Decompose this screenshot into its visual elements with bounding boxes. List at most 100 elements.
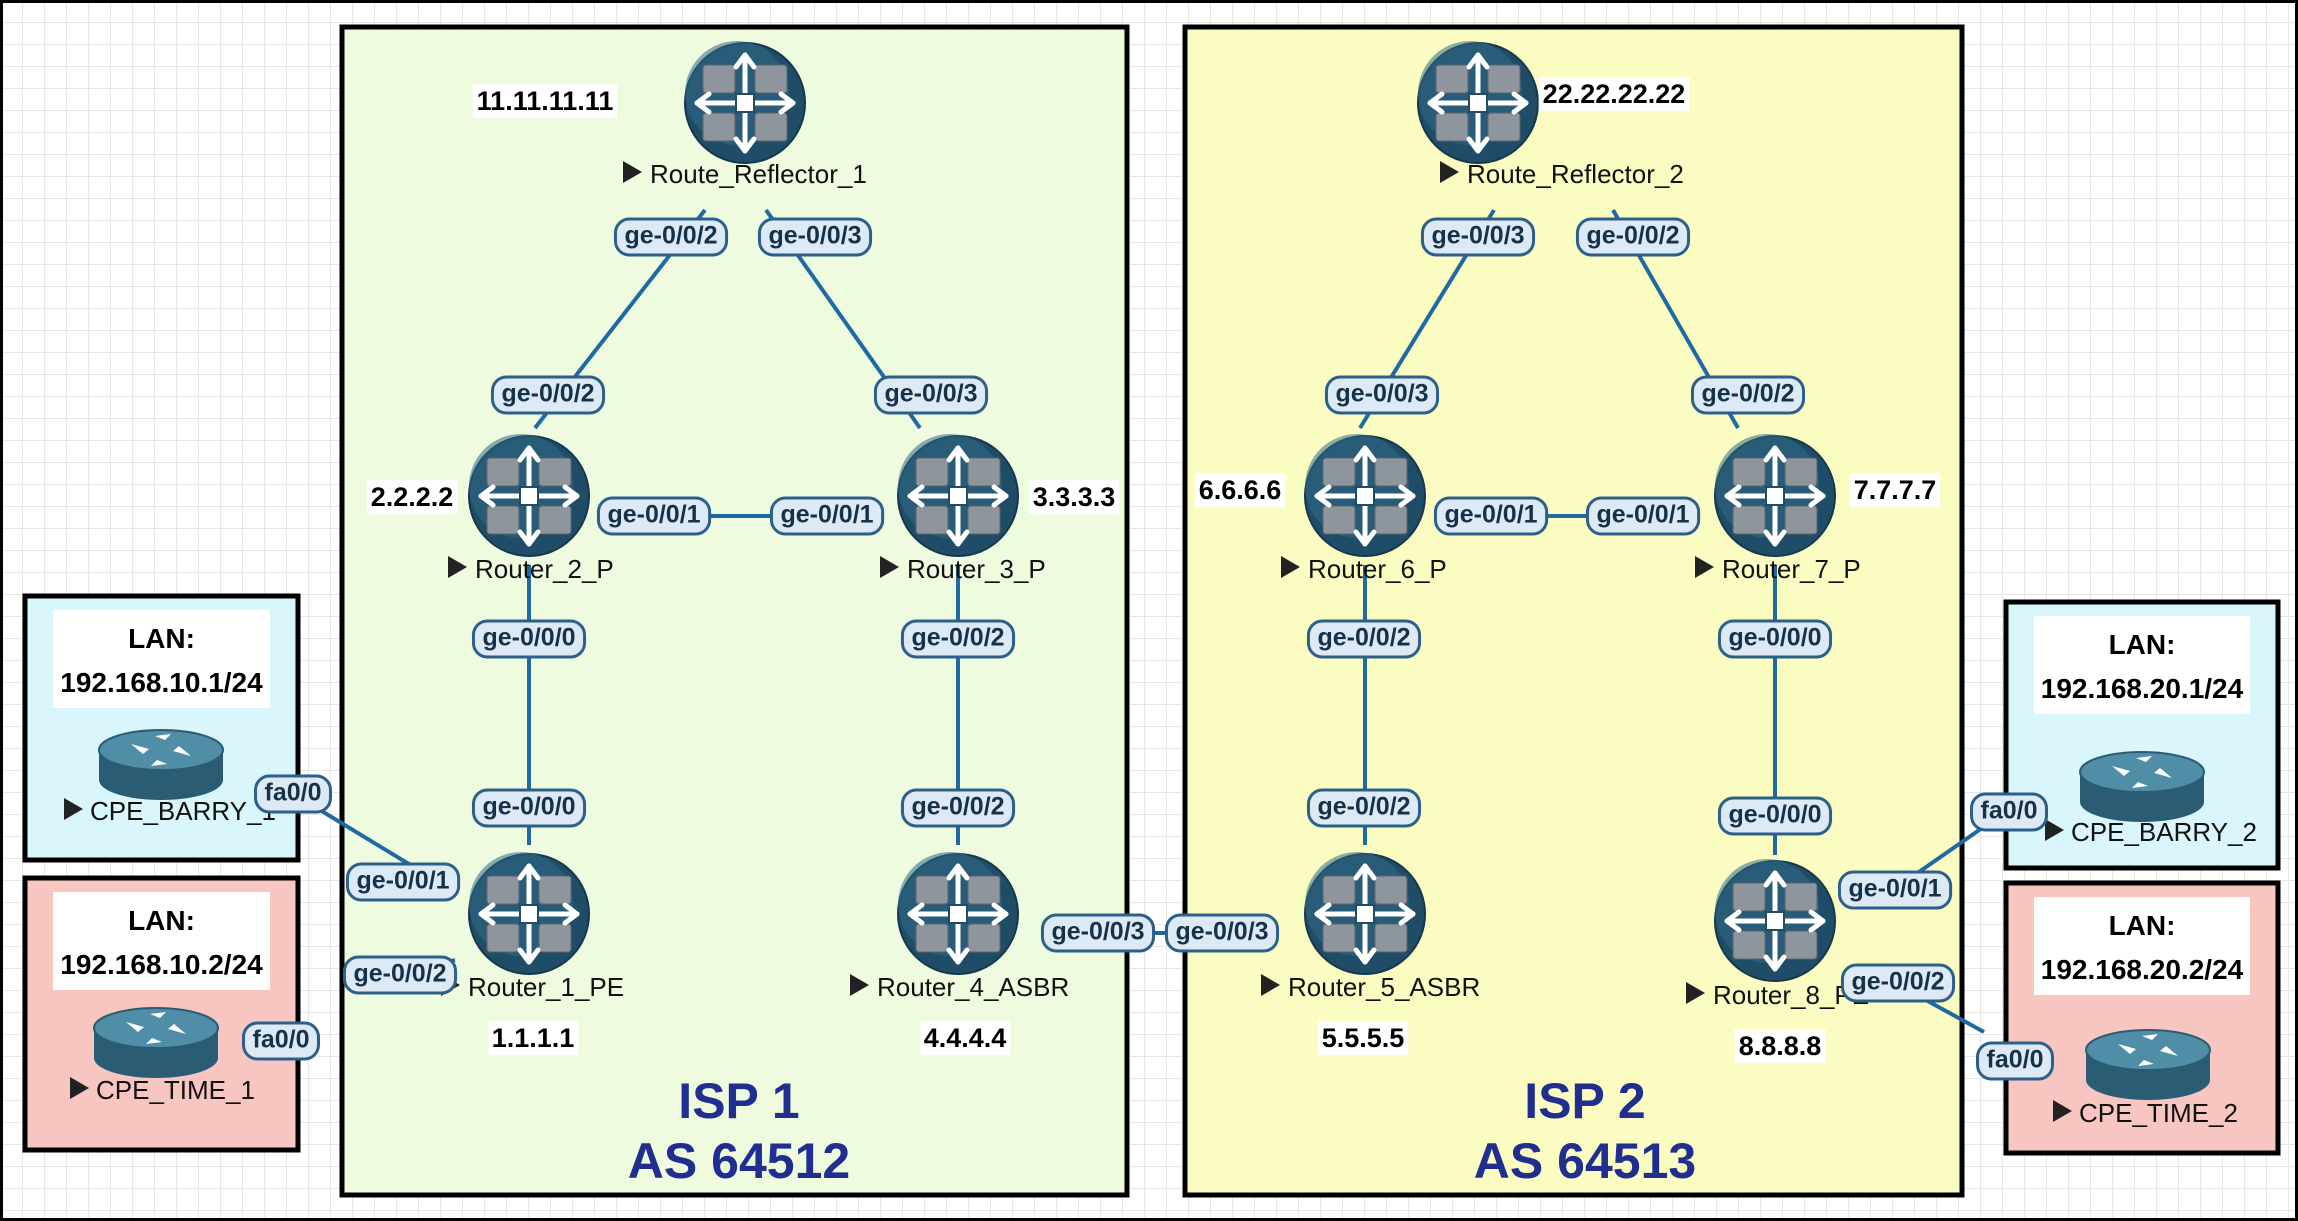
interface-label[interactable]: ge-0/0/3 [1164, 913, 1280, 953]
arrow-glyph [155, 734, 171, 740]
arrow-glyph [1763, 445, 1787, 463]
interface-label[interactable]: ge-0/0/2 [1575, 217, 1691, 257]
icon-top [98, 729, 224, 771]
interface-label[interactable]: fa0/0 [1976, 1041, 2054, 1081]
interface-label[interactable]: ge-0/0/0 [1717, 619, 1833, 659]
cpe_time_1-lan-title: LAN: [128, 905, 195, 936]
interface-label[interactable]: ge-0/0/2 [900, 788, 1016, 828]
interface-label[interactable]: ge-0/0/2 [1840, 963, 1956, 1003]
expand-triangle-icon[interactable] [880, 556, 899, 578]
interface-label[interactable]: ge-0/0/3 [873, 375, 989, 415]
expand-triangle-icon[interactable] [623, 161, 642, 183]
arrow-glyph [1763, 870, 1787, 888]
interface-label[interactable]: ge-0/0/0 [471, 619, 587, 659]
arrow-glyph [168, 1024, 186, 1034]
r3-ip-bg [1028, 480, 1120, 515]
cpe_time_2-name: CPE_TIME_2 [2079, 1098, 2238, 1128]
icon-block [1784, 505, 1818, 535]
interface-label[interactable]: ge-0/0/3 [1420, 217, 1536, 257]
interface-label[interactable]: ge-0/0/1 [596, 496, 712, 536]
expand-triangle-icon[interactable] [1440, 161, 1459, 183]
interface-label[interactable]: fa0/0 [242, 1021, 320, 1061]
cisco-router-icon[interactable] [93, 1007, 219, 1078]
icon-block [1374, 875, 1408, 905]
r4-loopback-ip: 4.4.4.4 [924, 1023, 1007, 1053]
interface-label[interactable]: ge-0/0/1 [1837, 870, 1953, 910]
r7-ip-bg [1849, 473, 1941, 508]
interface-label[interactable]: ge-0/0/1 [769, 496, 885, 536]
interface-label[interactable]: fa0/0 [254, 774, 332, 814]
expand-triangle-icon[interactable] [64, 798, 83, 820]
interface-label[interactable]: ge-0/0/1 [345, 862, 461, 902]
arrow-glyph [1466, 52, 1490, 70]
juniper-router-icon[interactable] [897, 434, 1019, 557]
expand-triangle-icon[interactable] [1695, 556, 1714, 578]
juniper-router-icon[interactable] [897, 852, 1019, 975]
rr1-ip-bg [472, 84, 618, 119]
arrow-glyph [1808, 909, 1826, 933]
expand-triangle-icon[interactable] [448, 556, 467, 578]
interface-label[interactable]: ge-0/0/0 [471, 788, 587, 828]
icon-block [486, 505, 520, 535]
cisco-router-icon[interactable] [2079, 751, 2205, 822]
icon-block [915, 505, 949, 535]
arrow-glyph [2154, 768, 2172, 778]
r8-ip-bg [1734, 1029, 1826, 1064]
interface-label[interactable]: fa0/0 [1970, 792, 2048, 832]
juniper-router-icon[interactable] [1714, 434, 1836, 557]
interface-label[interactable]: ge-0/0/2 [613, 217, 729, 257]
interface-pill [1433, 496, 1549, 536]
interface-label[interactable]: ge-0/0/3 [757, 217, 873, 257]
icon-block [538, 505, 572, 535]
icon-block [1322, 505, 1356, 535]
expand-triangle-icon[interactable] [850, 974, 869, 996]
interface-label[interactable]: ge-0/0/1 [1433, 496, 1549, 536]
interface-label-text: ge-0/0/2 [1586, 222, 1679, 250]
arrow-glyph [1353, 445, 1377, 463]
cisco-router-icon[interactable] [98, 729, 224, 800]
arrow-glyph [733, 52, 757, 70]
r2-name: Router_2_P [475, 554, 614, 584]
juniper-router-icon[interactable] [468, 434, 590, 557]
interface-label[interactable]: ge-0/0/2 [1306, 788, 1422, 828]
interface-label[interactable]: ge-0/0/2 [342, 955, 458, 995]
interface-label[interactable]: ge-0/0/2 [490, 375, 606, 415]
juniper-router-icon[interactable] [1304, 852, 1426, 975]
juniper-router-icon[interactable] [1417, 41, 1539, 164]
interface-pill [596, 496, 712, 536]
expand-triangle-icon[interactable] [2053, 1100, 2072, 1122]
interface-label[interactable]: ge-0/0/3 [1324, 375, 1440, 415]
expand-triangle-icon[interactable] [1261, 974, 1280, 996]
expand-triangle-icon[interactable] [2045, 819, 2064, 841]
interface-pill [613, 217, 729, 257]
link-cpeb1-r1[interactable] [318, 808, 424, 874]
interface-label-text: ge-0/0/0 [1728, 801, 1821, 829]
interface-label[interactable]: ge-0/0/3 [1040, 913, 1156, 953]
interface-pill [242, 1021, 320, 1061]
expand-triangle-icon[interactable] [1686, 982, 1705, 1004]
interface-label-text: ge-0/0/3 [768, 222, 861, 250]
arrow-glyph [694, 91, 712, 115]
juniper-router-icon[interactable] [684, 41, 806, 164]
icon-block [754, 112, 788, 142]
juniper-router-icon[interactable] [1714, 859, 1836, 982]
juniper-router-icon[interactable] [468, 852, 590, 975]
interface-label[interactable]: ge-0/0/2 [1690, 375, 1806, 415]
cpe_time_2-lan-bg [2034, 897, 2250, 995]
icon-block [967, 505, 1001, 535]
interface-label-text: ge-0/0/1 [780, 501, 873, 529]
icon-block [1322, 875, 1356, 905]
r7-name: Router_7_P [1722, 554, 1861, 584]
expand-triangle-icon[interactable] [70, 1077, 89, 1099]
expand-triangle-icon[interactable] [1281, 556, 1300, 578]
cisco-router-icon[interactable] [2085, 1029, 2211, 1100]
arrow-glyph [150, 1012, 166, 1018]
juniper-router-icon[interactable] [1304, 434, 1426, 557]
interface-label[interactable]: ge-0/0/0 [1717, 796, 1833, 836]
arrow-glyph [517, 947, 541, 965]
isp2-region [1182, 24, 1965, 1198]
interface-label[interactable]: ge-0/0/2 [1306, 619, 1422, 659]
interface-label[interactable]: ge-0/0/1 [1585, 496, 1701, 536]
interface-label[interactable]: ge-0/0/2 [900, 619, 1016, 659]
